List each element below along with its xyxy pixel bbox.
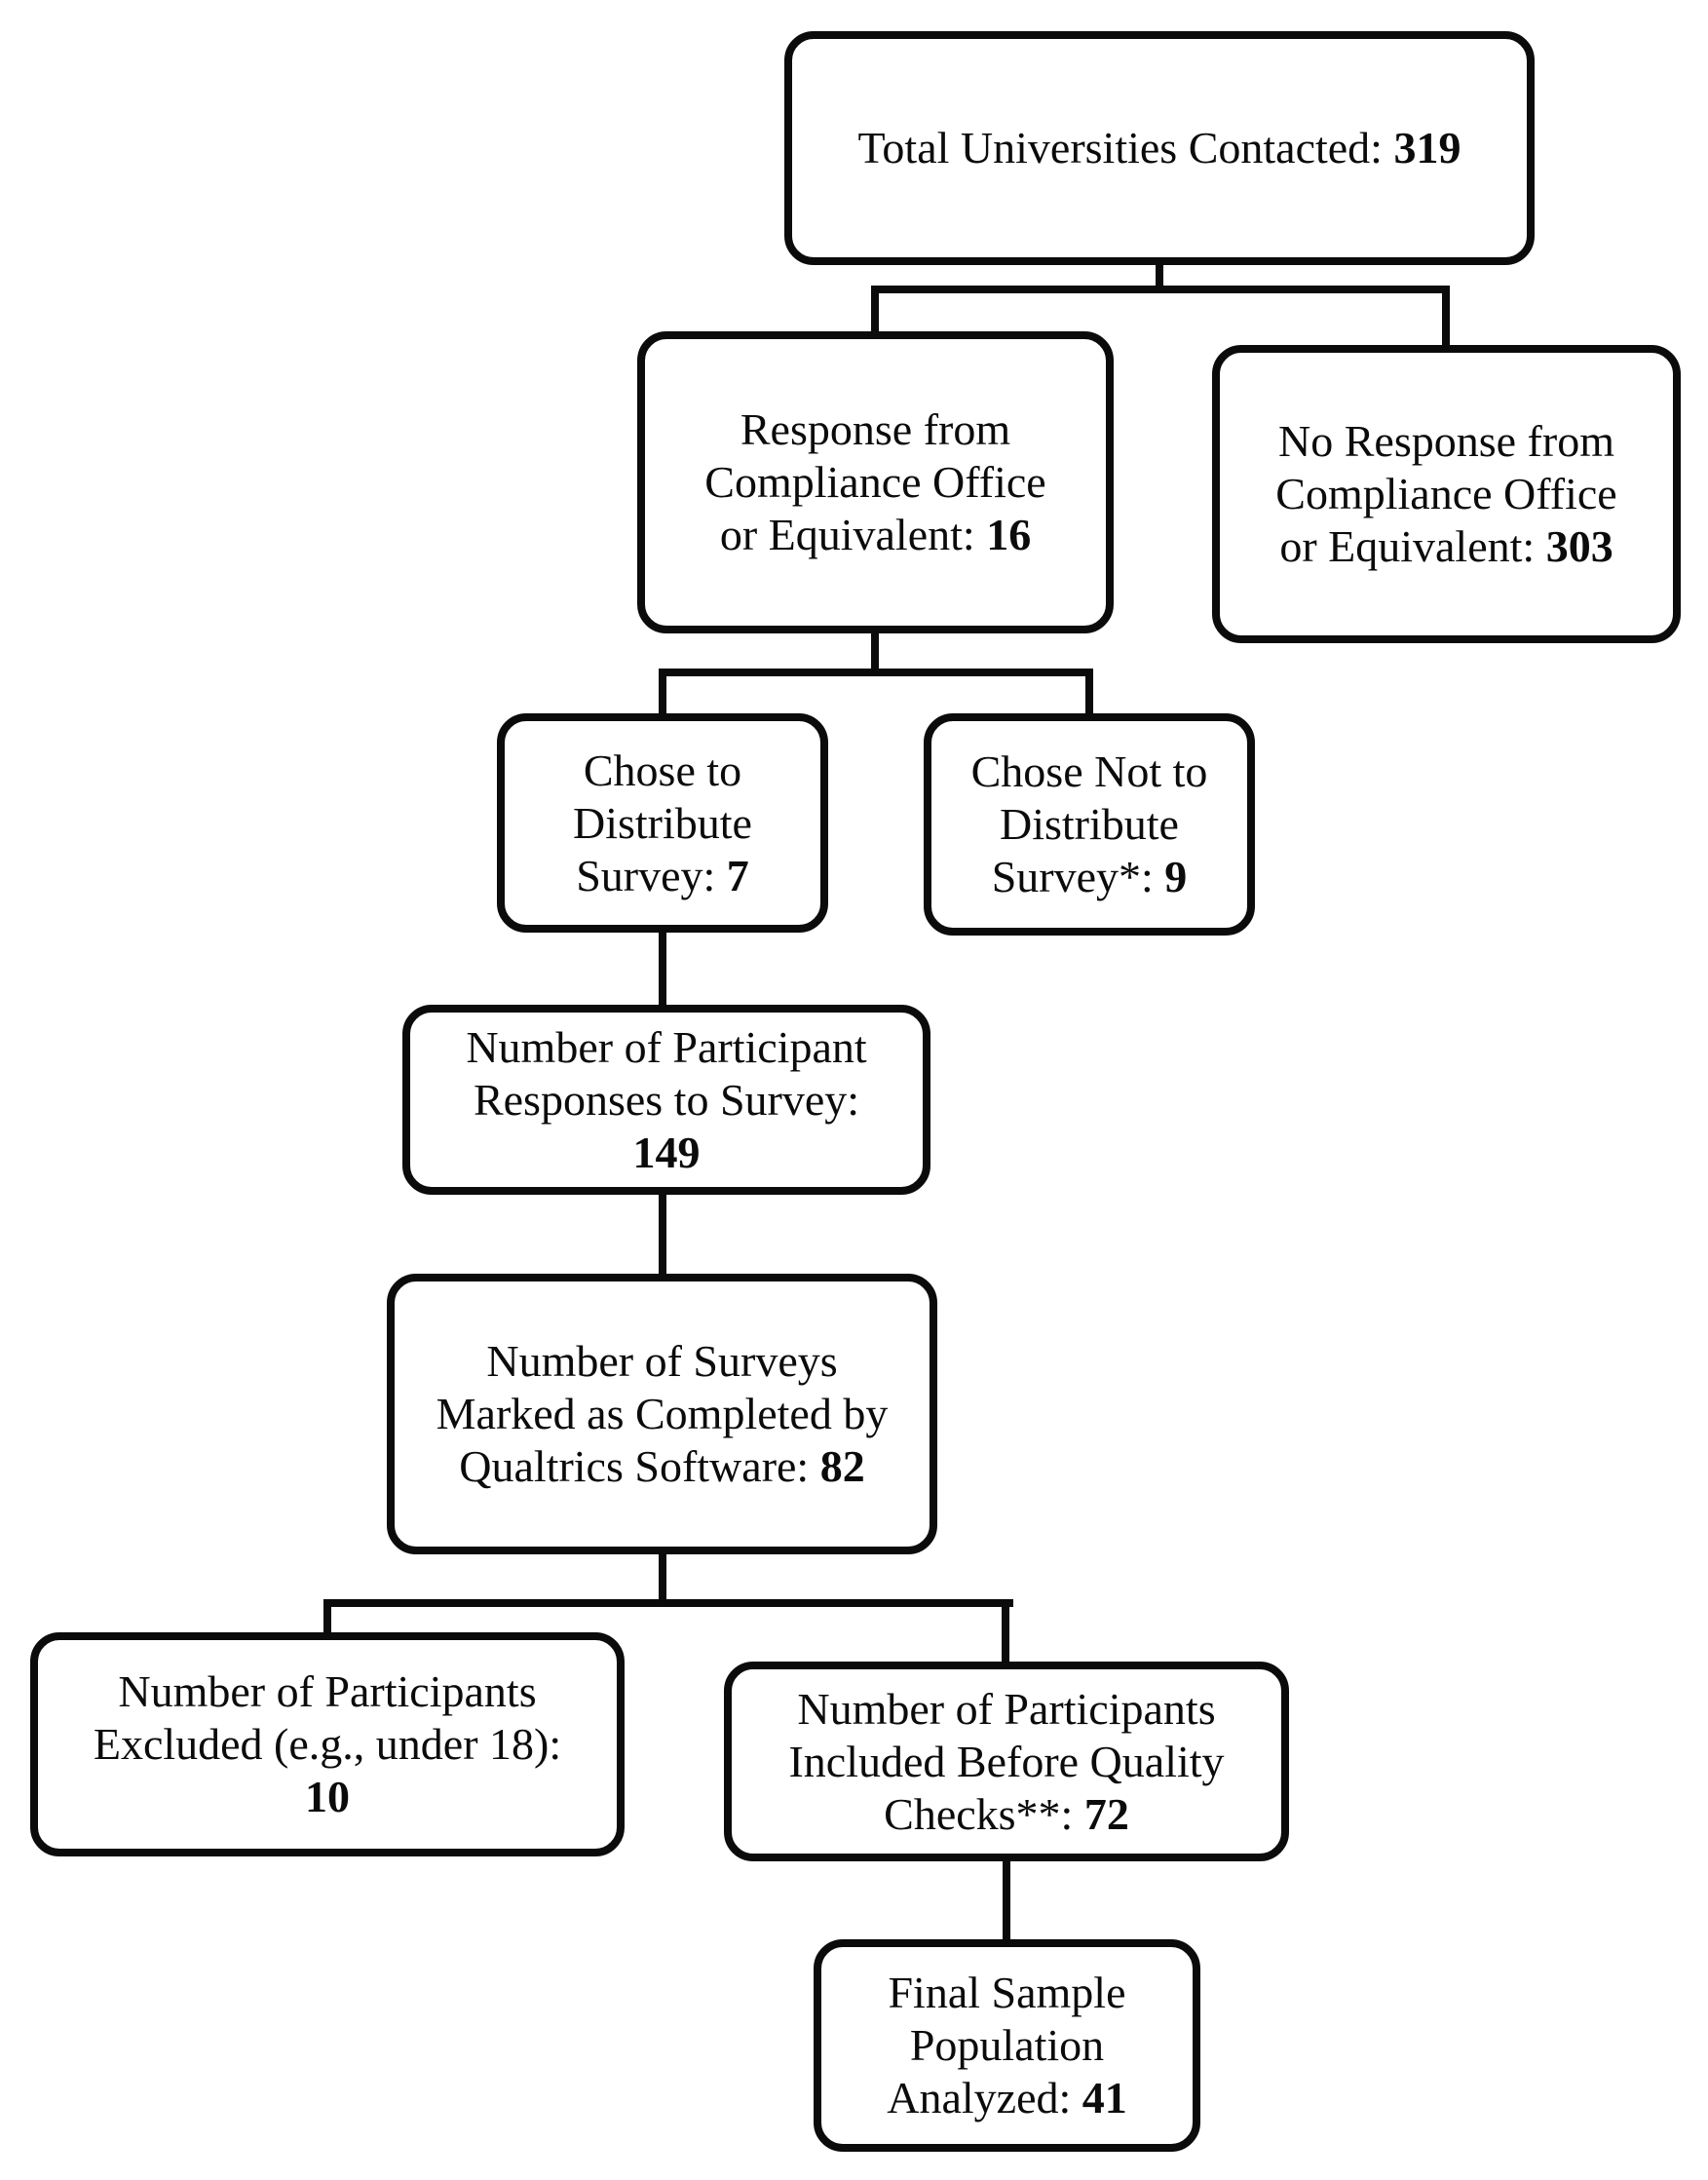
box-response-line-3: or Equivalent: 16 bbox=[719, 510, 1032, 559]
connector-bar-row3 bbox=[659, 669, 1093, 676]
box-participants-included: Number of Participants Included Before Q… bbox=[724, 1662, 1289, 1861]
connector-drop-no-response bbox=[1442, 286, 1450, 349]
box-included-line-1: Number of Participants bbox=[797, 1683, 1216, 1734]
box-excluded-line-3: 10 bbox=[305, 1772, 350, 1821]
connector-bar-row2 bbox=[871, 286, 1450, 293]
box-surveys-line-3: Qualtrics Software: 82 bbox=[459, 1441, 865, 1491]
box-response-line-2: Compliance Office bbox=[704, 457, 1046, 507]
connector-drop-response bbox=[871, 286, 879, 335]
box-final-sample: Final Sample Population Analyzed: 41 bbox=[814, 1939, 1200, 2152]
box-chose-line-3: Survey: 7 bbox=[576, 850, 749, 900]
box-total-universities-text: Total Universities Contacted: 319 bbox=[857, 123, 1461, 172]
connector-drop-included bbox=[1002, 1599, 1009, 1665]
box-response-line-1: Response from bbox=[740, 404, 1011, 454]
box-chose-not-line-3: Survey*: 9 bbox=[991, 852, 1188, 901]
box-surveys-completed: Number of Surveys Marked as Completed by… bbox=[387, 1274, 937, 1554]
box-chose-line-1: Chose to bbox=[583, 745, 742, 795]
box-chose-not-to-distribute: Chose Not to Distribute Survey*: 9 bbox=[924, 713, 1255, 936]
box-final-line-1: Final Sample bbox=[888, 1968, 1126, 2017]
box-chose-not-line-2: Distribute bbox=[1000, 799, 1179, 849]
connector-stem-surveys bbox=[659, 1551, 666, 1607]
box-chose-to-distribute: Chose to Distribute Survey: 7 bbox=[497, 713, 828, 933]
connector-drop-excluded bbox=[323, 1599, 331, 1636]
box-no-response-line-1: No Response from bbox=[1278, 416, 1614, 466]
connector-stem-response bbox=[871, 631, 879, 676]
box-included-line-2: Included Before Quality bbox=[788, 1736, 1225, 1786]
connector-drop-chose bbox=[659, 669, 666, 717]
box-participant-responses: Number of Participant Responses to Surve… bbox=[402, 1005, 930, 1195]
box-no-response-line-2: Compliance Office bbox=[1275, 469, 1617, 518]
box-excluded-line-2: Excluded (e.g., under 18): bbox=[93, 1719, 562, 1769]
connector-drop-chose-not bbox=[1085, 669, 1093, 717]
box-excluded-line-1: Number of Participants bbox=[118, 1666, 537, 1716]
box-included-line-3: Checks**: 72 bbox=[884, 1788, 1129, 1839]
connector-stem-chose bbox=[659, 931, 666, 1009]
box-surveys-line-1: Number of Surveys bbox=[486, 1336, 838, 1386]
box-total-universities: Total Universities Contacted: 319 bbox=[784, 31, 1535, 265]
box-participants-excluded: Number of Participants Excluded (e.g., u… bbox=[30, 1632, 625, 1856]
box-chose-line-2: Distribute bbox=[573, 797, 752, 848]
box-final-line-3: Analyzed: 41 bbox=[887, 2073, 1127, 2123]
box-responses-line-3: 149 bbox=[632, 1127, 701, 1177]
box-response-compliance: Response from Compliance Office or Equiv… bbox=[637, 331, 1114, 633]
connector-bar-row6 bbox=[323, 1599, 1013, 1607]
box-responses-line-2: Responses to Survey: bbox=[473, 1074, 860, 1125]
connector-stem-included bbox=[1003, 1856, 1010, 1943]
connector-stem-responses bbox=[659, 1193, 666, 1278]
box-surveys-line-2: Marked as Completed by bbox=[436, 1389, 889, 1438]
box-no-response-line-3: or Equivalent: 303 bbox=[1279, 521, 1613, 571]
connector-stem-total bbox=[1156, 265, 1163, 293]
box-no-response-compliance: No Response from Compliance Office or Eq… bbox=[1212, 345, 1681, 643]
box-chose-not-line-1: Chose Not to bbox=[970, 746, 1208, 796]
box-final-line-2: Population bbox=[909, 2020, 1105, 2070]
box-responses-line-1: Number of Participant bbox=[466, 1021, 867, 1072]
